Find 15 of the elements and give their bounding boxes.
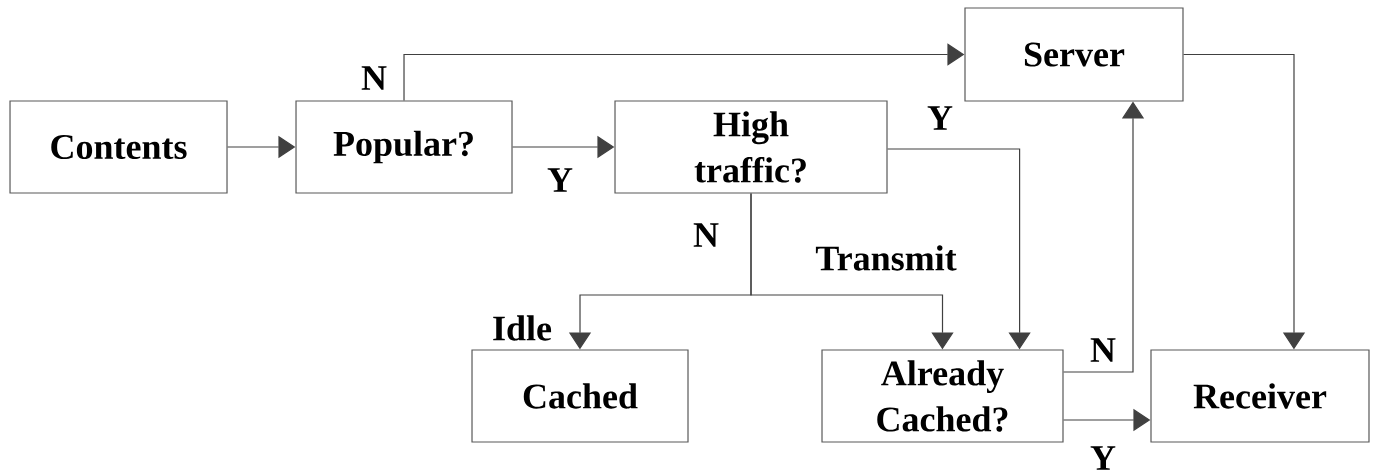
process-box: Receiver <box>1150 349 1370 443</box>
process-box: Server <box>964 7 1184 102</box>
branch-label: N <box>692 222 720 248</box>
edge-label: Idle <box>491 314 553 342</box>
edge-label: N <box>1089 337 1117 363</box>
edge-label: Y <box>546 167 574 193</box>
edge-label: N <box>360 65 388 91</box>
edge-label: Y <box>1089 445 1117 471</box>
process-box: Contents <box>9 100 228 194</box>
edge-label: Y <box>926 105 954 131</box>
edge-label: Transmit <box>814 244 958 272</box>
process-box: Popular? <box>295 100 513 194</box>
process-box: Cached <box>471 349 689 443</box>
process-box: Already Cached? <box>821 349 1064 443</box>
process-box: High traffic? <box>614 100 888 194</box>
